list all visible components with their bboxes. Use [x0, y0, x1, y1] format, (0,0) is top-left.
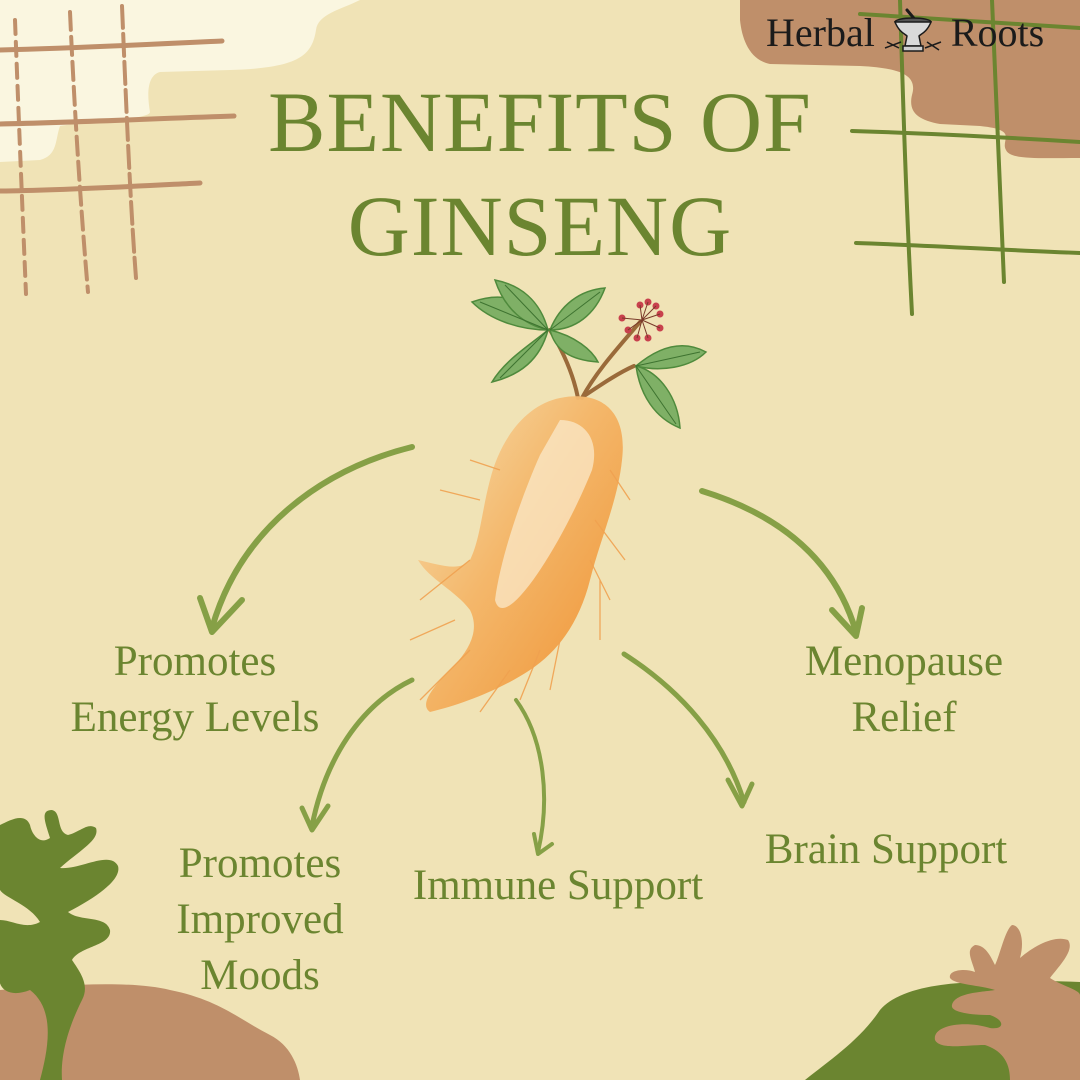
brand-logo: Herbal Roots	[766, 8, 1044, 58]
benefit-line: Promotes	[113, 638, 277, 685]
mortar-and-pestle-icon	[884, 8, 942, 52]
benefit-immune-support: Immune Support	[390, 858, 726, 914]
tan-grid-decoration	[0, 4, 237, 296]
arrow-to-energy-head	[197, 595, 245, 635]
benefit-line: Moods	[200, 952, 320, 999]
oak-leaf-tan-shape	[934, 925, 1080, 1080]
arrow-to-menopause-head	[829, 605, 865, 639]
arrow-to-moods	[309, 677, 415, 829]
green-grid-decoration	[850, 0, 1080, 316]
arrow-to-brain	[621, 651, 747, 805]
title-line-1: BENEFITS OF	[268, 74, 812, 170]
leaf-veins	[479, 284, 701, 425]
benefit-improved-moods: Promotes Improved Moods	[160, 836, 360, 1004]
page-title: BENEFITS OF GINSENG	[0, 70, 1080, 278]
benefit-line: Promotes	[178, 840, 342, 887]
benefit-line: Improved	[176, 896, 344, 943]
arrow-to-menopause	[699, 488, 859, 635]
berry-stalks	[621, 301, 661, 339]
benefit-line: Energy Levels	[70, 694, 320, 741]
benefit-energy-levels: Promotes Energy Levels	[60, 634, 330, 746]
arrow-to-moods-head	[299, 803, 331, 833]
benefit-line: Brain Support	[764, 826, 1008, 873]
benefit-menopause-relief: Menopause Relief	[778, 634, 1030, 746]
benefit-line: Relief	[851, 694, 957, 741]
brand-name-right: Roots	[950, 10, 1045, 55]
arrow-to-immune	[514, 698, 547, 854]
ginseng-root-highlight	[495, 420, 595, 609]
benefit-line: Immune Support	[412, 862, 704, 909]
arrow-to-immune-head	[532, 832, 554, 856]
root-hairs	[409, 459, 631, 713]
arrow-to-energy	[209, 444, 415, 631]
title-line-2: GINSENG	[347, 178, 733, 274]
benefit-brain-support: Brain Support	[738, 822, 1034, 878]
brand-name-left: Herbal	[766, 10, 875, 55]
benefit-line: Menopause	[804, 638, 1004, 685]
arrow-to-brain-head	[725, 777, 755, 809]
oak-leaf-green-shape	[0, 810, 119, 1080]
